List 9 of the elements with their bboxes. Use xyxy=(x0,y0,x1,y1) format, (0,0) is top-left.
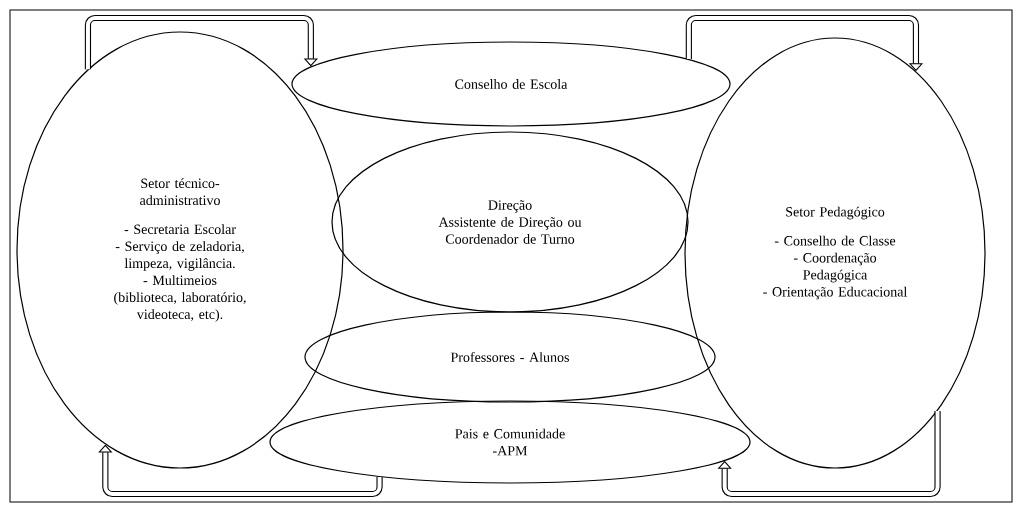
ellipse-node: Direção Assistente de Direção ou Coordenador de Turno xyxy=(331,131,689,313)
ellipse-node: Pais e Comunidade -APM xyxy=(269,400,751,484)
ellipse-node: Setor Pedagógico - Conselho de Classe - Coordenação Pedagógica - Orientação Educacional xyxy=(684,37,986,469)
bent-arrow xyxy=(717,410,941,498)
bent-arrow xyxy=(84,14,318,70)
bent-arrow xyxy=(98,444,383,498)
ellipse-node: Conselho de Escola xyxy=(291,41,731,127)
ellipse-node: Setor técnico-administrativo - Secretaria Escolar - Serviço de zeladoria, limpeza, vigilância. - Multimeios (biblioteca, laboratório, videoteca, etc). xyxy=(16,31,344,469)
ellipse-node: Professores - Alunos xyxy=(304,311,716,403)
